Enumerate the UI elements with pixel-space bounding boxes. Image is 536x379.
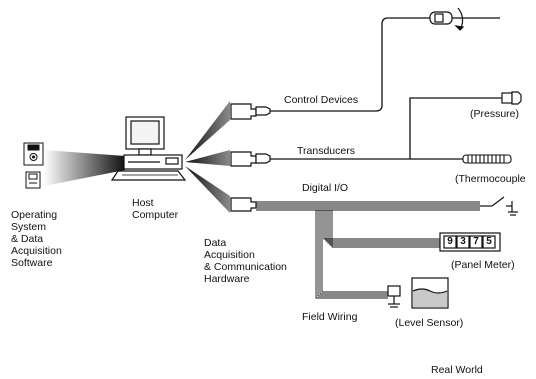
floppy-disk-small-icon (25, 171, 41, 189)
field-wiring-bundle (315, 210, 440, 299)
transducer-card-icon (230, 151, 271, 167)
control-line (270, 17, 430, 112)
ground-icon (387, 285, 401, 308)
level-sensor-label: (Level Sensor) (395, 317, 464, 329)
meter-digit-2: 3 (460, 236, 466, 247)
software-beam (44, 150, 125, 186)
daq-hardware-label: Data Acquisition & Communication Hardwar… (204, 237, 287, 285)
floppy-disk-icon (23, 142, 44, 166)
transducers-label: Transducers (297, 145, 355, 157)
switch-icon (480, 196, 518, 216)
thermocouple-icon (462, 154, 512, 164)
motor-icon (429, 7, 500, 31)
real-world-label: Real World (431, 364, 483, 376)
host-computer-icon (110, 116, 187, 181)
meter-digit-3: 7 (473, 236, 479, 247)
level-tank-icon (411, 277, 449, 309)
control-card-icon (230, 103, 271, 120)
digital-bus (256, 201, 480, 211)
meter-digit-4: 5 (486, 236, 492, 247)
pressure-line (409, 97, 502, 159)
beam-digital (185, 166, 230, 213)
field-wiring-label: Field Wiring (302, 311, 358, 323)
meter-digit-1: 9 (447, 236, 453, 247)
beam-transducers (185, 150, 230, 166)
panel-meter-icon (439, 232, 501, 252)
thermocouple-label: (Thermocouple (455, 173, 526, 185)
pressure-sensor-icon (501, 91, 522, 105)
digital-card-icon (230, 197, 257, 212)
control-devices-label: Control Devices (284, 94, 359, 106)
pressure-label: (Pressure) (470, 108, 520, 120)
software-label: Operating System & Data Acquisition Soft… (11, 209, 62, 269)
host-computer-label: Host Computer (132, 197, 179, 221)
beam-control (185, 101, 230, 160)
digital-io-label: Digital I/O (302, 182, 349, 194)
panel-meter-label: (Panel Meter) (451, 259, 515, 271)
